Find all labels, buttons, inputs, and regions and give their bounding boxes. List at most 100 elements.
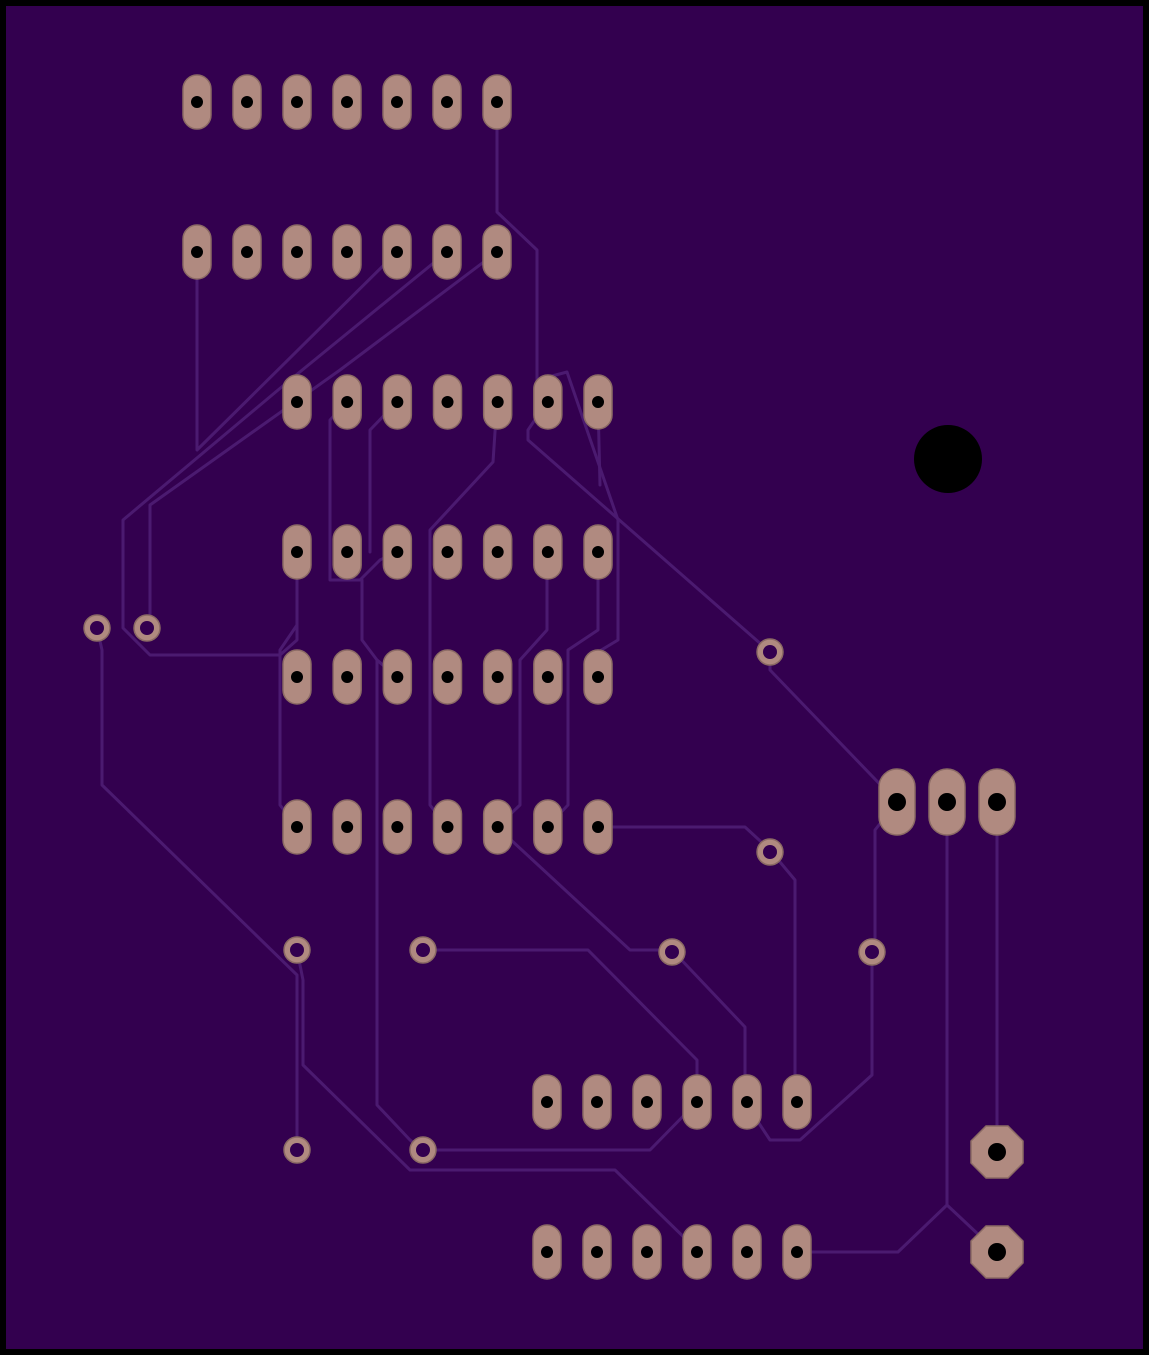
terminal-pad (970, 1125, 1024, 1179)
drill-hole (341, 96, 353, 108)
drill-hole (641, 1246, 653, 1258)
drill-hole (291, 396, 303, 408)
ic-pad (282, 374, 312, 430)
drill-hole (541, 671, 554, 683)
drill-hole (988, 1243, 1006, 1261)
drill-hole (441, 821, 454, 833)
connector-pad (878, 768, 916, 836)
ic-pad (533, 799, 563, 855)
drill-hole (441, 96, 453, 108)
ic-pad (632, 1224, 662, 1280)
ic-pad (583, 649, 613, 705)
ic-pad (583, 524, 613, 580)
connector-pad (978, 768, 1016, 836)
via-hole (90, 621, 104, 635)
copper-trace (295, 948, 699, 1252)
ic-pad (382, 374, 413, 430)
header-pad (232, 224, 262, 280)
ic-pad (332, 649, 362, 705)
drill-hole (591, 1096, 603, 1108)
drill-hole (441, 546, 454, 558)
drill-hole (441, 396, 454, 408)
via-hole (665, 945, 679, 959)
drill-hole (888, 793, 906, 811)
ic-pad (282, 649, 312, 705)
drill-hole (592, 671, 605, 683)
drill-hole (291, 671, 303, 683)
via-hole (763, 645, 777, 659)
ic-pad (532, 1074, 562, 1130)
ic-pad (682, 1074, 712, 1130)
ic-pad (482, 524, 513, 580)
ic-pad (282, 524, 312, 580)
drill-hole (541, 546, 554, 558)
via-hole (290, 943, 304, 957)
ic-pad (432, 799, 463, 855)
via (756, 638, 784, 666)
drill-hole (592, 821, 605, 833)
terminal-pad (970, 1225, 1024, 1279)
drill-hole (938, 793, 956, 811)
drill-hole (391, 396, 404, 408)
ic-pad (432, 649, 463, 705)
drill-hole (592, 396, 605, 408)
drill-hole (391, 96, 403, 108)
ic-pad (582, 1074, 612, 1130)
via-hole (416, 1143, 430, 1157)
drill-hole (241, 246, 253, 258)
drill-hole (341, 246, 353, 258)
drill-hole (791, 1246, 803, 1258)
drill-hole (241, 96, 253, 108)
ic-pad (332, 374, 362, 430)
copper-trace (495, 825, 674, 952)
drill-hole (341, 546, 354, 558)
via (83, 614, 111, 642)
ic-pad (533, 374, 563, 430)
via (756, 838, 784, 866)
drill-hole (441, 246, 453, 258)
header-pad (182, 224, 212, 280)
via-hole (416, 943, 430, 957)
copper-trace (421, 1100, 699, 1152)
drill-hole (741, 1246, 753, 1258)
ic-pad (432, 374, 463, 430)
via (409, 1136, 437, 1164)
drill-hole (641, 1096, 653, 1108)
copper-trace (743, 950, 874, 1142)
ic-pad (482, 799, 513, 855)
drill-hole (988, 1143, 1006, 1161)
via (858, 938, 886, 966)
ic-pad (532, 1224, 562, 1280)
copper-trace (121, 250, 449, 657)
drill-hole (341, 671, 354, 683)
ic-pad (682, 1224, 712, 1280)
ic-pad (332, 524, 362, 580)
drill-hole (491, 396, 504, 408)
drill-hole (988, 793, 1006, 811)
drill-hole (491, 246, 503, 258)
header-pad (332, 74, 362, 130)
via-hole (865, 945, 879, 959)
ic-pad (732, 1224, 762, 1280)
drill-hole (391, 246, 403, 258)
drill-hole (291, 546, 303, 558)
header-pad (282, 74, 312, 130)
ic-pad (583, 799, 613, 855)
ic-pad (533, 524, 563, 580)
copper-trace (95, 626, 299, 1152)
ic-pad (582, 1224, 612, 1280)
drill-hole (391, 671, 404, 683)
drill-hole (591, 1246, 603, 1258)
via (283, 1136, 311, 1164)
header-pad (282, 224, 312, 280)
drill-hole (691, 1096, 703, 1108)
drill-hole (491, 821, 504, 833)
copper-trace (195, 250, 399, 452)
via-hole (140, 621, 154, 635)
drill-hole (541, 396, 554, 408)
header-pad (482, 74, 512, 130)
header-pad (432, 224, 462, 280)
copper-trace (428, 400, 499, 679)
